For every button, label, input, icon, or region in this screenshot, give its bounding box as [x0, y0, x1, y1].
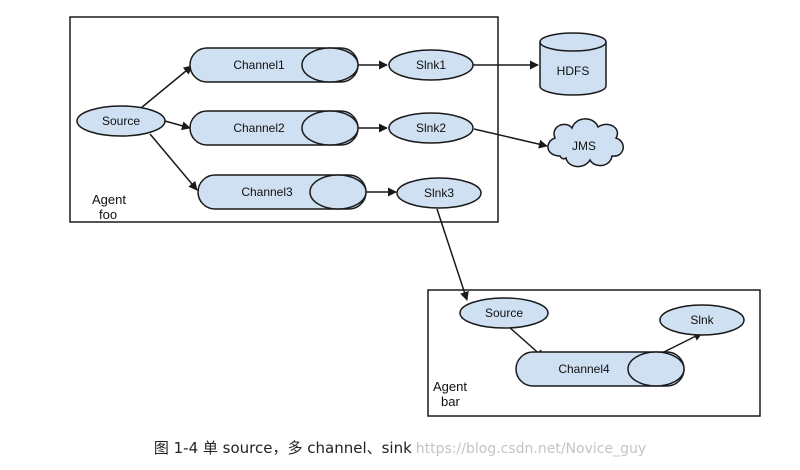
edge-sink3-source-bar — [436, 208, 469, 301]
source-node-foo — [76, 105, 166, 137]
agent-bar-label-line1: Agent — [433, 379, 467, 394]
watermark-text: https://blog.csdn.net/Novice_guy — [415, 441, 647, 457]
channel3-label: Channel3 — [241, 185, 293, 199]
channel2-label: Channel2 — [233, 121, 285, 135]
channel1-node — [189, 47, 359, 83]
channel3-node — [197, 174, 367, 210]
hdfs-label: HDFS — [557, 64, 590, 78]
edge-channel4-sink-bar — [663, 332, 703, 353]
edge-source-channel2 — [164, 120, 191, 131]
sink3-label: Slnk3 — [424, 186, 454, 200]
source-foo-label: Source — [102, 114, 140, 128]
channel1-label: Channel1 — [233, 58, 285, 72]
source-node-bar — [459, 297, 549, 329]
channel4-node — [515, 351, 685, 387]
edge-sink2-jms — [473, 128, 548, 149]
sink1-label: Slnk1 — [416, 58, 446, 72]
channel4-label: Channel4 — [558, 362, 610, 376]
agent-foo-label-line1: Agent — [92, 192, 126, 207]
channel2-node — [189, 110, 359, 146]
agent-bar-label-line2: bar — [441, 394, 460, 409]
jms-label: JMS — [572, 139, 596, 153]
sink2-node — [388, 112, 474, 144]
agent-foo-frame — [69, 16, 499, 223]
agent-bar-frame — [427, 289, 761, 417]
edge-source-channel1 — [140, 65, 193, 109]
sink2-label: Slnk2 — [416, 121, 446, 135]
jms-cloud-icon — [547, 118, 624, 168]
sink1-node — [388, 49, 474, 81]
sink-node-bar — [659, 304, 745, 336]
hdfs-cylinder-icon — [539, 32, 607, 96]
edge-source-channel3 — [149, 133, 198, 191]
caption-text: 图 1-4 单 source，多 channel、sink — [153, 439, 412, 457]
sink3-node — [396, 177, 482, 209]
sink-bar-label: Slnk — [690, 313, 714, 327]
agent-foo-label-line2: foo — [99, 207, 117, 222]
source-bar-label: Source — [485, 306, 523, 320]
